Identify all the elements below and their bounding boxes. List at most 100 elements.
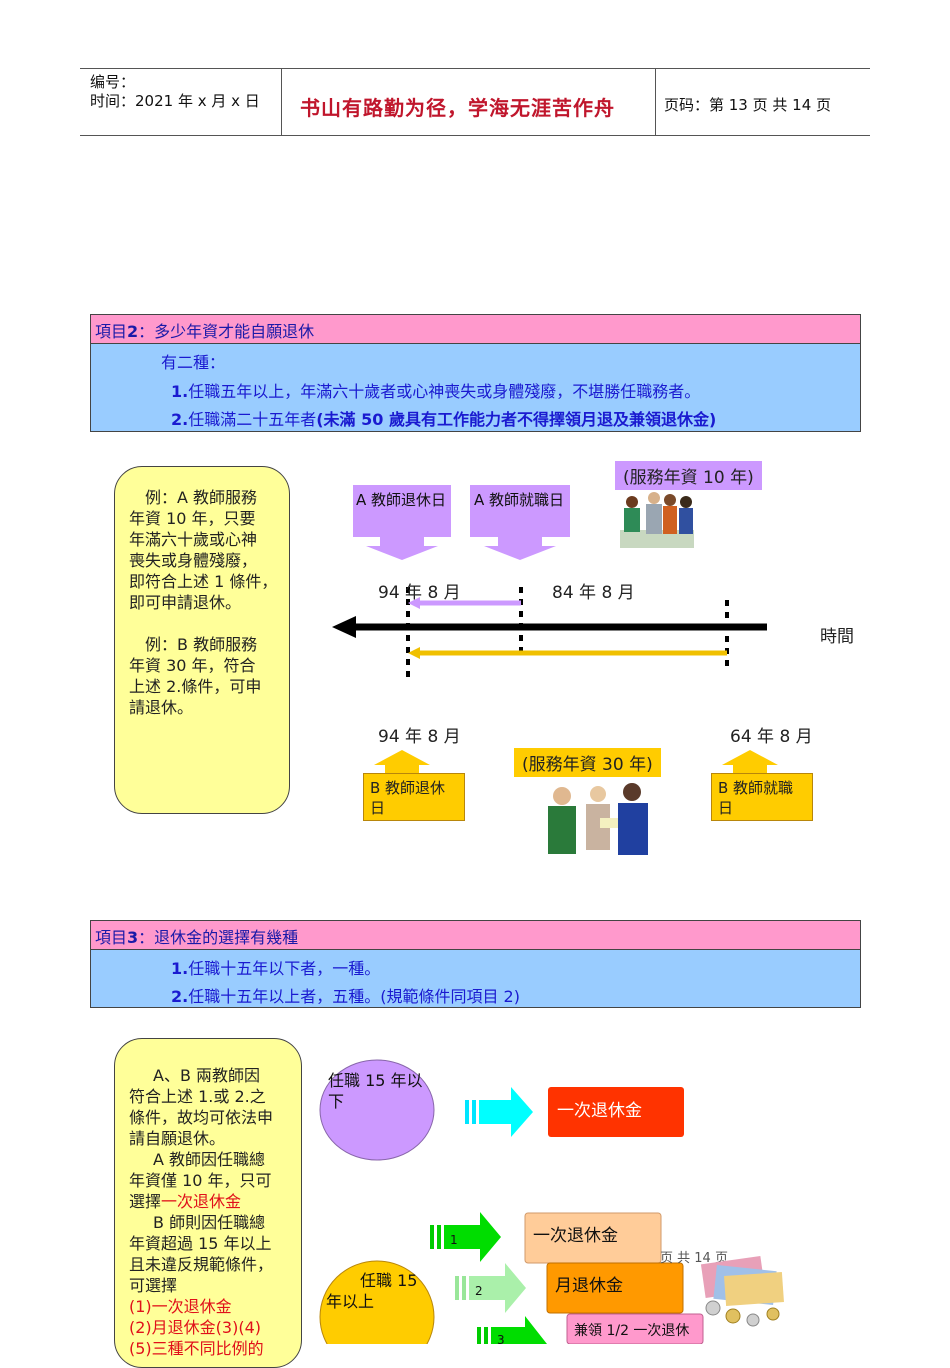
- option1-arrow: [430, 1212, 501, 1262]
- explain-line: 條件，故均可依法申: [129, 1107, 295, 1128]
- option2-arrow: [455, 1263, 526, 1313]
- item3-title-num: 3: [127, 928, 139, 947]
- item2-rule1-text: 任職五年以上，年滿六十歲者或心神喪失或身體殘廢，不堪勝任職務者。: [188, 382, 701, 401]
- item3-rules-box: 1.任職十五年以下者，一種。 2.任職十五年以上者，五種。(規範條件同項目 2): [90, 950, 861, 1008]
- example-line: 即符合上述 1 條件，: [129, 572, 278, 591]
- over15-oval: [319, 1260, 435, 1344]
- b-employ-up-arrow: [722, 750, 778, 773]
- under15-oval: [319, 1059, 435, 1161]
- a-service-arrowhead: [408, 597, 420, 609]
- explain-line: B 師則因任職總: [129, 1212, 295, 1233]
- example-line: 例：B 教師服務: [145, 635, 258, 654]
- explain-line-text: (5)三種不同比例的: [129, 1339, 264, 1358]
- explain-line-text: A、B 兩教師因: [153, 1066, 261, 1085]
- header-motto: 书山有路勤为径，学海无涯苦作舟: [300, 96, 615, 120]
- explain-line: A、B 兩教師因: [129, 1065, 295, 1086]
- item2-rule1-num: 1.: [171, 382, 189, 401]
- option2-number: 2: [475, 1284, 483, 1298]
- explain-line: 可選擇: [129, 1275, 295, 1296]
- option2-box: [546, 1262, 684, 1314]
- explain-line: A 教師因任職總: [129, 1149, 295, 1170]
- item2-rule2-text: 任職滿二十五年者: [188, 410, 317, 429]
- explain-line: 選擇一次退休金: [129, 1191, 295, 1212]
- a-retire-callout-arrow: [366, 537, 438, 560]
- a-employ-callout: [470, 485, 570, 537]
- lump-sum-label-a: 一次退休金: [557, 1101, 642, 1121]
- b-service-arrowhead: [408, 647, 420, 659]
- explain-line: 符合上述 1.或 2.之: [129, 1086, 295, 1107]
- time-axis-label: 時間: [820, 627, 854, 647]
- date-a-retire: 94 年 8 月: [378, 583, 461, 603]
- option2-label: 月退休金: [555, 1276, 623, 1296]
- item2-rule2: 2.任職滿二十五年者(未滿 50 歲具有工作能力者不得擇領月退及兼領退休金): [171, 406, 716, 430]
- item2-title-prefix: 項目: [95, 322, 128, 341]
- item3-rule1-num: 1.: [171, 959, 189, 978]
- b-service-years: (服務年資 30 年): [514, 748, 661, 777]
- header-bottom-rule: [80, 135, 870, 136]
- explain-line-text: 選擇: [129, 1192, 162, 1211]
- footer-page-label: 页 共 14 页: [660, 1251, 728, 1266]
- b-employ-label: B 教師就職日: [711, 773, 813, 821]
- explain-line: 且未違反規範條件，: [129, 1254, 295, 1275]
- explain-line-text: 可選擇: [129, 1276, 178, 1295]
- explain-line-text: A 教師因任職總: [153, 1150, 266, 1169]
- header-divider: [281, 68, 282, 136]
- option3-number: 3: [497, 1333, 505, 1347]
- item3-title-prefix: 項目: [95, 928, 128, 947]
- date-a-employ: 84 年 8 月: [552, 583, 635, 603]
- item2-title-bar: 項目2：多少年資才能自願退休: [90, 314, 861, 344]
- explain-line: 年資僅 10 年，只可: [129, 1170, 295, 1191]
- item3-rule1-text: 任職十五年以下者，一種。: [188, 959, 381, 978]
- item3-title-bar: 項目3：退休金的選擇有幾種: [90, 920, 861, 950]
- explain-line-text: 條件，故均可依法申: [129, 1108, 274, 1127]
- example-line: 例：A 教師服務: [145, 488, 258, 507]
- item2-title-text: ：多少年資才能自願退休: [138, 322, 315, 341]
- a-service-years: (服務年資 10 年): [615, 461, 762, 490]
- a-employ-callout-arrow: [484, 537, 556, 560]
- explain-line-text: 請自願退休。: [129, 1129, 226, 1148]
- example-line: 上述 2.條件，可申: [129, 677, 262, 696]
- doc-number-label: 编号：: [90, 73, 136, 91]
- explain-line: 請自願退休。: [129, 1128, 295, 1149]
- example-line: [129, 613, 283, 634]
- example-line: 即可申請退休。: [129, 593, 242, 612]
- explain-line-text: 年資超過 15 年以上: [129, 1234, 272, 1253]
- item3-title-text: ：退休金的選擇有幾種: [138, 928, 299, 947]
- meeting-people-clipart: [548, 783, 648, 855]
- b-retire-up-arrow: [374, 750, 430, 773]
- item3-rule2-text: 任職十五年以上者，五種。(規範條件同項目 2): [188, 987, 520, 1006]
- option3-arrow: [477, 1316, 547, 1344]
- example-line: 年資 10 年，只要: [129, 509, 256, 528]
- explain-line-text: 且未違反規範條件，: [129, 1255, 274, 1274]
- item3-explain-box: A、B 兩教師因符合上述 1.或 2.之條件，故均可依法申請自願退休。 A 教師因…: [114, 1038, 302, 1368]
- explain-line: (5)三種不同比例的: [129, 1338, 295, 1359]
- explain-line: (1)一次退休金: [129, 1296, 295, 1317]
- item2-rule1: 1.任職五年以上，年滿六十歲者或心神喪失或身體殘廢，不堪勝任職務者。: [171, 378, 700, 402]
- a-employ-label: A 教師就職日: [474, 491, 565, 509]
- item2-rule2-note: (未滿 50 歲具有工作能力者不得擇領月退及兼領退休金): [316, 410, 717, 429]
- explain-line-text: (2)月退休金(3)(4): [129, 1318, 261, 1337]
- header-divider: [655, 68, 656, 136]
- under15-arrow: [465, 1087, 533, 1137]
- retirement-timeline-diagram: [332, 485, 778, 773]
- header-top-rule: [80, 68, 870, 69]
- item2-rule2-num: 2.: [171, 410, 189, 429]
- explain-line: (2)月退休金(3)(4): [129, 1317, 295, 1338]
- item3-rule2: 2.任職十五年以上者，五種。(規範條件同項目 2): [171, 983, 520, 1007]
- example-line: 喪失或身體殘廢，: [129, 551, 258, 570]
- item2-title-num: 2: [127, 322, 139, 341]
- b-retire-label: B 教師退休日: [363, 773, 465, 821]
- a-retire-callout: [353, 485, 451, 537]
- page-number-label: 页码：第 13 页 共 14 页: [664, 96, 832, 114]
- money-clipart: [700, 1255, 784, 1327]
- item3-rule1: 1.任職十五年以下者，一種。: [171, 955, 380, 979]
- doc-date-label: 时间：2021 年 x 月 x 日: [90, 92, 260, 110]
- under15-label: 任職 15 年以下: [328, 1071, 423, 1111]
- date-b-retire: 94 年 8 月: [378, 727, 461, 747]
- explain-line: 年資超過 15 年以上: [129, 1233, 295, 1254]
- explain-line-highlight: 一次退休金: [161, 1192, 242, 1211]
- example-line: 年資 30 年，符合: [129, 656, 256, 675]
- a-retire-label: A 教師退休日: [356, 491, 447, 509]
- pension-options-diagram: [319, 1059, 704, 1344]
- example-line: 年滿六十歲或心神: [129, 530, 258, 549]
